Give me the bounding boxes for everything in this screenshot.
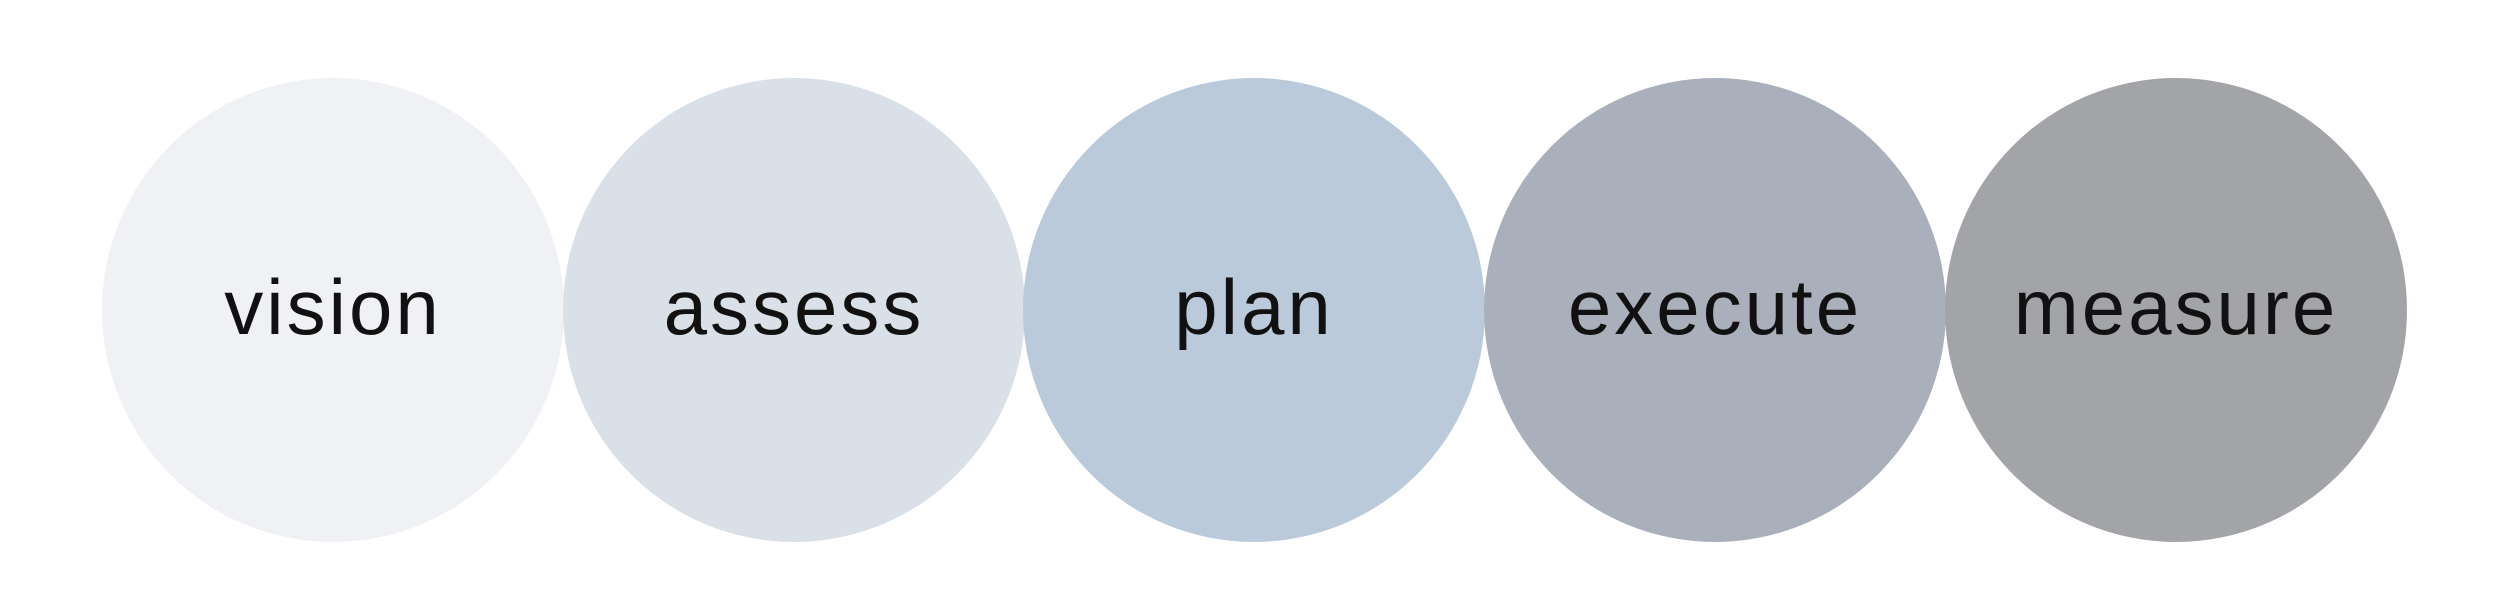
stage-assess-label: assess (663, 263, 925, 351)
stage-execute: execute (1484, 78, 1946, 542)
stage-measure-label: measure (2013, 263, 2339, 351)
stage-measure: measure (1945, 78, 2407, 542)
stage-plan-label: plan (1174, 263, 1334, 351)
stage-vision-label: vision (224, 263, 442, 351)
stage-vision: vision (102, 78, 564, 542)
stage-execute-label: execute (1567, 263, 1863, 351)
stage-assess: assess (563, 78, 1025, 542)
stage-plan: plan (1023, 78, 1485, 542)
